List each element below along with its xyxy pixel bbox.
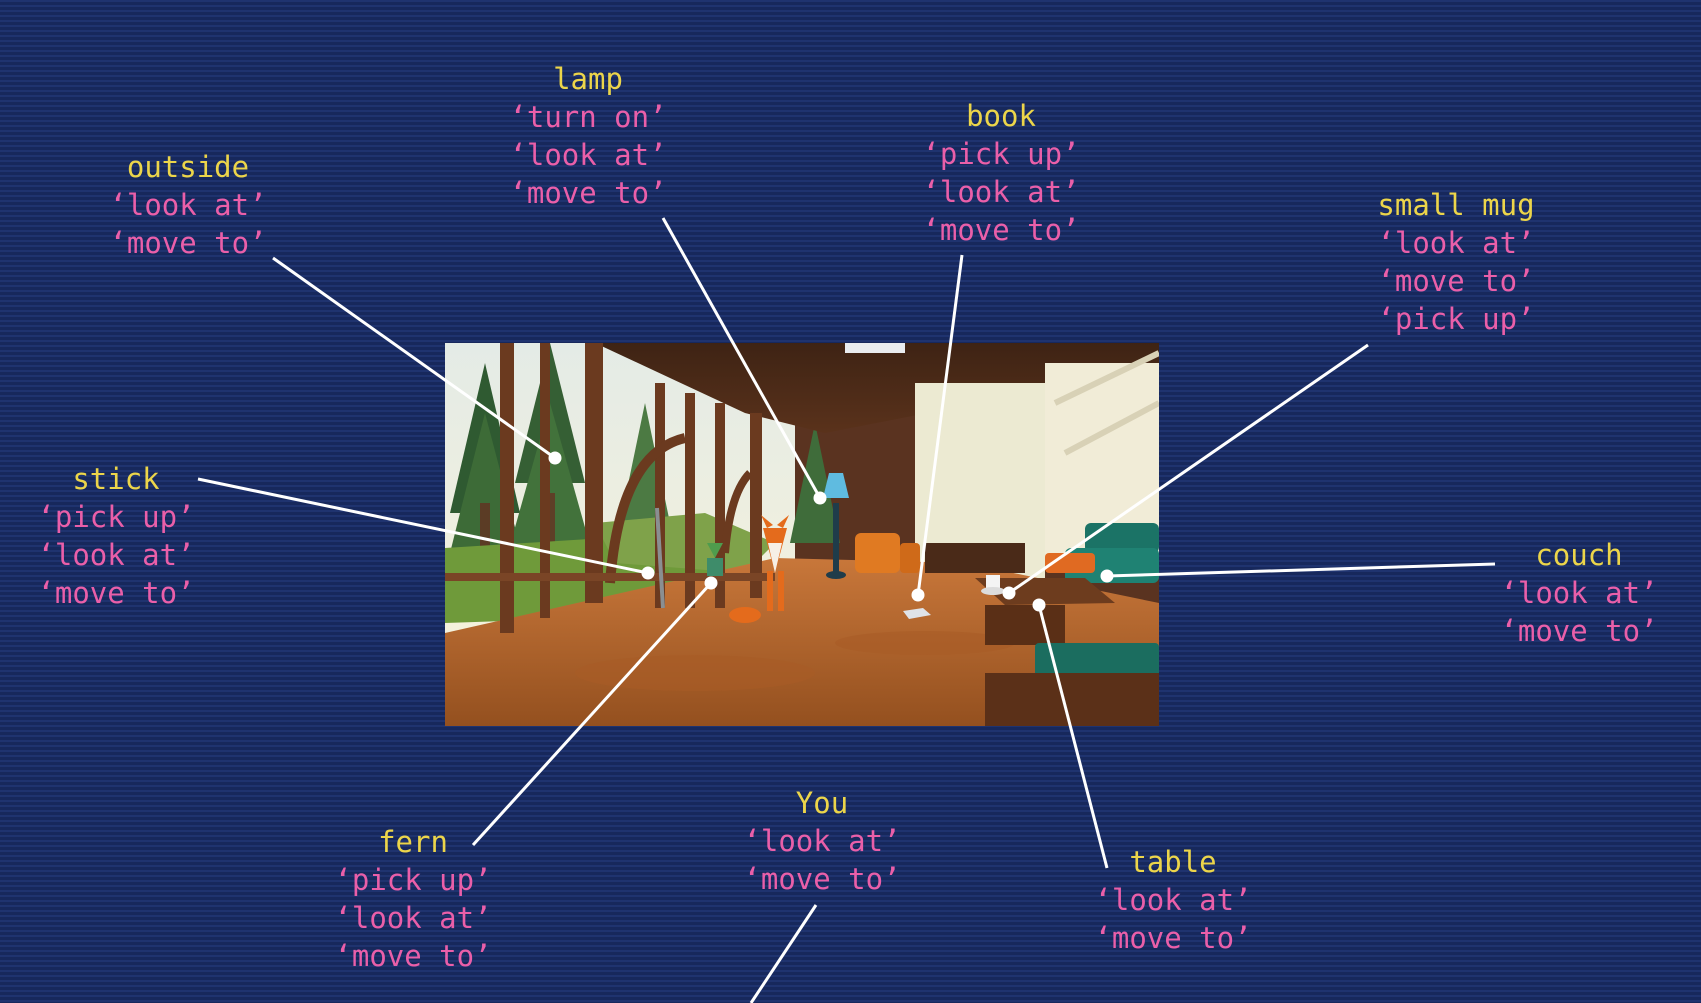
object-name: outside xyxy=(126,150,250,184)
verb: ‘pick up’ xyxy=(37,500,195,534)
verb: ‘pick up’ xyxy=(334,863,492,897)
object-name: small mug xyxy=(1377,188,1535,222)
verb: ‘look at’ xyxy=(743,824,901,858)
object-name: couch xyxy=(1535,538,1623,572)
verb: ‘move to’ xyxy=(922,213,1080,247)
verb: ‘move to’ xyxy=(37,576,195,610)
label-couch: couch ‘look at’ ‘move to’ xyxy=(1500,536,1657,650)
verb: ‘look at’ xyxy=(1500,576,1658,610)
game-scene-screenshot xyxy=(445,343,1159,726)
verb: ‘look at’ xyxy=(1094,883,1252,917)
verb: ‘turn on’ xyxy=(509,100,667,134)
verb: ‘look at’ xyxy=(1377,226,1535,260)
label-table: table ‘look at’ ‘move to’ xyxy=(1094,843,1251,957)
verb: ‘move to’ xyxy=(743,862,901,896)
verb: ‘look at’ xyxy=(922,175,1080,209)
verb: ‘look at’ xyxy=(509,138,667,172)
connector-you xyxy=(749,904,818,1003)
label-stick: stick ‘pick up’ ‘look at’ ‘move to’ xyxy=(37,460,194,612)
label-lamp: lamp ‘turn on’ ‘look at’ ‘move to’ xyxy=(509,60,666,212)
object-name: table xyxy=(1129,845,1217,879)
object-name: lamp xyxy=(553,62,623,96)
verb: ‘move to’ xyxy=(109,226,267,260)
label-book: book ‘pick up’ ‘look at’ ‘move to’ xyxy=(922,97,1079,249)
verb: ‘pick up’ xyxy=(922,137,1080,171)
label-small-mug: small mug ‘look at’ ‘move to’ ‘pick up’ xyxy=(1377,186,1534,338)
verb: ‘look at’ xyxy=(109,188,267,222)
object-name: stick xyxy=(72,462,160,496)
verb: ‘pick up’ xyxy=(1377,302,1535,336)
label-you: You ‘look at’ ‘move to’ xyxy=(743,784,900,898)
verb: ‘move to’ xyxy=(1500,614,1658,648)
verb: ‘look at’ xyxy=(37,538,195,572)
object-name: fern xyxy=(378,825,448,859)
label-fern: fern ‘pick up’ ‘look at’ ‘move to’ xyxy=(334,823,491,975)
verb: ‘move to’ xyxy=(1377,264,1535,298)
verb: ‘move to’ xyxy=(509,176,667,210)
connector-couch xyxy=(1106,562,1496,578)
object-name: You xyxy=(795,786,849,820)
verb: ‘move to’ xyxy=(334,939,492,973)
object-name: book xyxy=(966,99,1036,133)
verb: ‘move to’ xyxy=(1094,921,1252,955)
label-outside: outside ‘look at’ ‘move to’ xyxy=(109,148,266,262)
verb: ‘look at’ xyxy=(334,901,492,935)
